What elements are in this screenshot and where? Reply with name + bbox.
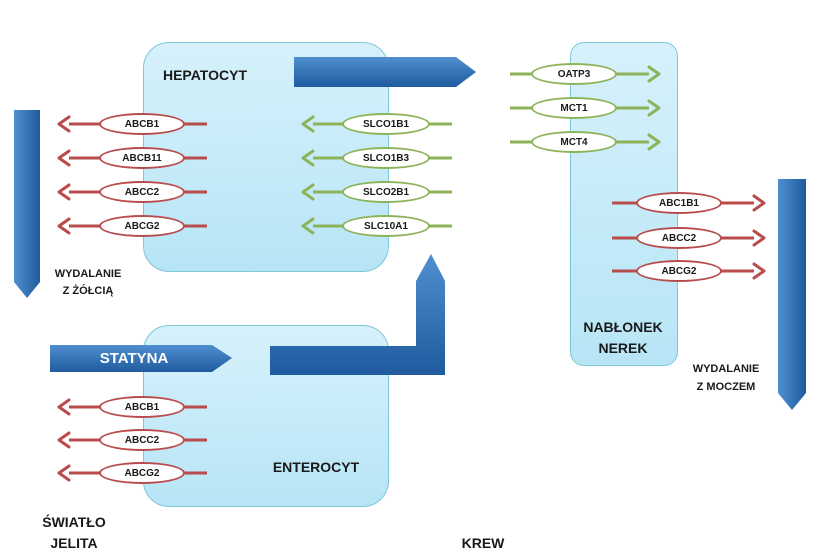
hepatocyte-efflux-transporter: ABCC2 bbox=[99, 181, 185, 203]
hepatocyte-efflux-transporter: ABCB1 bbox=[99, 113, 185, 135]
hepatocyte-to-kidney-arrow bbox=[294, 57, 476, 87]
hepatocyte-uptake-arrow-head bbox=[301, 217, 315, 235]
intestinal-lumen-label-line2: JELITA bbox=[50, 535, 98, 551]
enterocyte-efflux-arrow-head bbox=[57, 431, 71, 449]
hepatocyte-uptake-arrow-head bbox=[301, 115, 315, 133]
hepatocyte-label: HEPATOCYT bbox=[162, 67, 247, 83]
urine-excretion-label-line1: WYDALANIE bbox=[692, 363, 760, 375]
bile-excretion-label-line2: Z ŻÓŁCIĄ bbox=[62, 285, 114, 297]
kidney-uptake-arrow-head bbox=[647, 133, 661, 151]
kidney-efflux-arrow-head bbox=[752, 262, 766, 280]
hepatocyte-efflux-transporter: ABCG2 bbox=[99, 215, 185, 237]
enterocyte-efflux-arrow-head bbox=[57, 464, 71, 482]
enterocyte-efflux-transporter: ABCG2 bbox=[99, 462, 185, 484]
kidney-efflux-arrow-head bbox=[752, 229, 766, 247]
enterocyte-efflux-arrow-head bbox=[57, 398, 71, 416]
hepatocyte-uptake-transporter: SLCO2B1 bbox=[342, 181, 430, 203]
blood-label: KREW bbox=[461, 535, 505, 551]
hepatocyte-efflux-arrow-head bbox=[57, 149, 71, 167]
urine-excretion-arrow bbox=[778, 179, 806, 410]
hepatocyte-efflux-arrow-head bbox=[57, 183, 71, 201]
enterocyte-to-liver-arrow bbox=[270, 254, 445, 375]
kidney-uptake-transporter: MCT1 bbox=[531, 97, 617, 119]
bile-excretion-label-line1: WYDALANIE bbox=[54, 268, 122, 280]
kidney-uptake-arrow-head bbox=[647, 65, 661, 83]
kidney-efflux-transporter: ABCC2 bbox=[636, 227, 722, 249]
kidney-label-line2: NEREK bbox=[598, 340, 648, 356]
hepatocyte-uptake-transporter: SLC10A1 bbox=[342, 215, 430, 237]
hepatocyte-uptake-arrow-head bbox=[301, 149, 315, 167]
kidney-efflux-transporter: ABC1B1 bbox=[636, 192, 722, 214]
enterocyte-efflux-transporter: ABCB1 bbox=[99, 396, 185, 418]
hepatocyte-uptake-transporter: SLCO1B3 bbox=[342, 147, 430, 169]
urine-excretion-label-line2: Z MOCZEM bbox=[696, 381, 756, 393]
hepatocyte-uptake-transporter: SLCO1B1 bbox=[342, 113, 430, 135]
kidney-uptake-arrow-head bbox=[647, 99, 661, 117]
kidney-uptake-transporter: MCT4 bbox=[531, 131, 617, 153]
hepatocyte-efflux-transporter: ABCB11 bbox=[99, 147, 185, 169]
kidney-efflux-transporter: ABCG2 bbox=[636, 260, 722, 282]
hepatocyte-efflux-arrow-head bbox=[57, 217, 71, 235]
enterocyte-label: ENTEROCYT bbox=[272, 459, 360, 475]
statin-label: STATYNA bbox=[99, 350, 169, 367]
kidney-label-line1: NABŁONEK bbox=[583, 319, 663, 335]
statin-arrow bbox=[50, 345, 232, 372]
kidney-uptake-transporter: OATP3 bbox=[531, 63, 617, 85]
bile-excretion-arrow bbox=[14, 110, 40, 298]
hepatocyte-uptake-arrow-head bbox=[301, 183, 315, 201]
enterocyte-efflux-transporter: ABCC2 bbox=[99, 429, 185, 451]
intestinal-lumen-label-line1: ŚWIATŁO bbox=[42, 514, 106, 530]
kidney-efflux-arrow-head bbox=[752, 194, 766, 212]
hepatocyte-efflux-arrow-head bbox=[57, 115, 71, 133]
